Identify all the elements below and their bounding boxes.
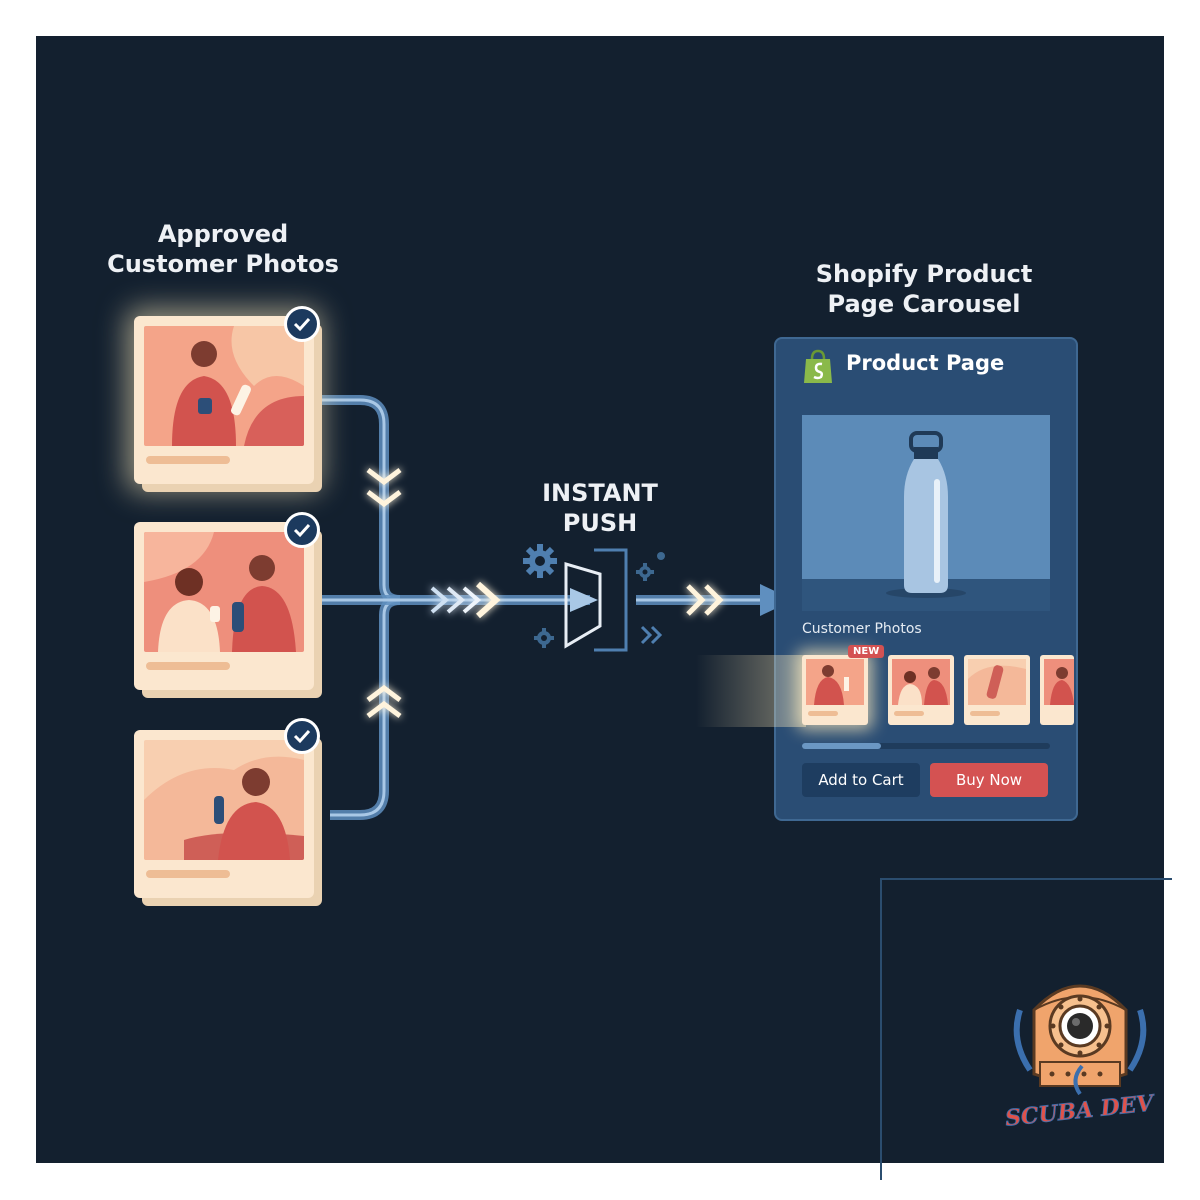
two-people-with-bottles-illustration (144, 532, 296, 652)
push-label-line-2: PUSH (562, 509, 638, 537)
caption-placeholder (146, 456, 230, 464)
destination-title-line-2: Page Carousel (827, 290, 1021, 318)
carousel-thumbnail[interactable] (802, 655, 868, 725)
customer-photo-image (144, 326, 304, 446)
checkmark-icon (284, 512, 320, 548)
customer-photo-card (134, 306, 320, 484)
gear-icon (534, 628, 554, 648)
thumbnail-caption-placeholder (970, 711, 1000, 716)
customer-photos-label: Customer Photos (802, 621, 922, 637)
product-hero-image (802, 415, 1050, 611)
chevron-right-icon (686, 584, 724, 616)
carousel-thumbnail[interactable] (888, 655, 954, 725)
customer-photo-card (134, 718, 320, 898)
customer-photo-image (144, 532, 304, 652)
thumbnail-image (1044, 659, 1074, 705)
shopify-bag-icon (804, 349, 832, 383)
scuba-dev-logo: SCUBA DEV (1004, 984, 1157, 1132)
chevron-right-icon (430, 581, 501, 619)
scuba-dev-text: SCUBA DEV (1004, 1090, 1157, 1132)
corner-frame-decoration (880, 878, 1172, 1180)
thumbnail-caption-placeholder (808, 711, 838, 716)
chevron-right-icon (640, 625, 663, 645)
carousel-scroll-thumb[interactable] (802, 743, 882, 749)
new-photo-glow (696, 655, 806, 727)
add-to-cart-button[interactable]: Add to Cart (802, 763, 920, 797)
product-page-title: Product Page (846, 351, 1005, 375)
destination-title: Shopify Product Page Carousel (784, 259, 1064, 319)
buy-now-button[interactable]: Buy Now (930, 763, 1048, 797)
source-title: Approved Customer Photos (90, 219, 356, 279)
customer-photo-image (144, 740, 304, 860)
product-page-panel: Product Page Customer Photos NEW (696, 337, 1078, 821)
caption-placeholder (146, 870, 230, 878)
push-arrow-head (570, 588, 598, 612)
person-drinking-illustration (144, 756, 304, 860)
thumbnail-caption-placeholder (894, 711, 924, 716)
push-label: INSTANT PUSH (520, 478, 680, 538)
chevron-down-icon (366, 468, 402, 508)
push-device-icon (564, 548, 628, 652)
water-bottle-icon (886, 431, 966, 598)
chevron-up-icon (366, 684, 402, 718)
destination-title-line-1: Shopify Product (815, 260, 1033, 288)
caption-placeholder (146, 662, 230, 670)
customer-photo-card (134, 512, 320, 690)
person-with-bottle-illustration (172, 326, 304, 446)
push-label-line-1: INSTANT (542, 479, 658, 507)
source-title-line-2: Customer Photos (107, 250, 339, 278)
gear-icon (636, 552, 665, 581)
new-badge: NEW (848, 645, 885, 658)
gear-icon (523, 544, 557, 578)
carousel-thumbnail[interactable] (964, 655, 1030, 725)
thumbnail-image (892, 659, 950, 705)
thumbnail-image (968, 659, 1026, 705)
checkmark-icon (284, 718, 320, 754)
source-title-line-1: Approved (157, 220, 289, 248)
thumbnail-image (806, 659, 864, 705)
checkmark-icon (284, 306, 320, 342)
carousel-thumbnail[interactable] (1040, 655, 1074, 725)
carousel-scrollbar[interactable] (802, 743, 1050, 749)
